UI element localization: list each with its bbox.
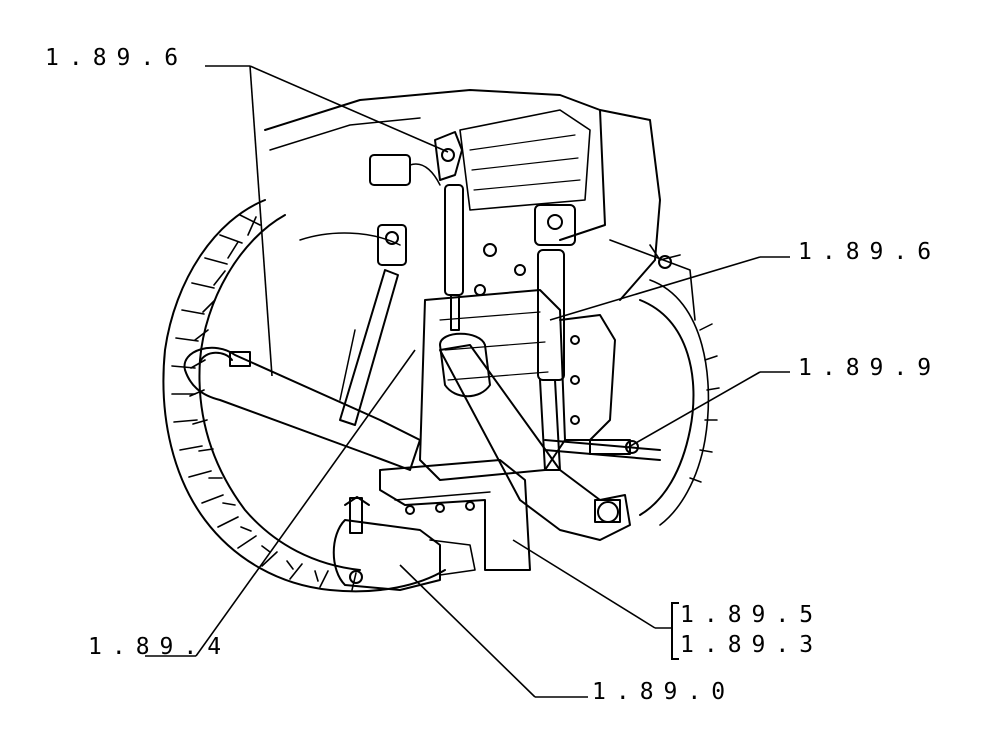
- top-link-drawing: [434, 131, 491, 398]
- left-lift-rod-drawing: [339, 224, 407, 426]
- callout-bracket-first: 1.89.5: [680, 602, 824, 628]
- right-tire-drawing: [639, 279, 720, 526]
- left-lower-link-drawing: [183, 346, 421, 471]
- callout-right-middle: 1.89.9: [798, 355, 942, 381]
- callout-right-upper: 1.89.6: [798, 239, 942, 265]
- callout-top-left: 1.89.6: [45, 45, 189, 71]
- leader-lines: [145, 65, 790, 698]
- callout-bottom-center: 1.89.0: [592, 679, 736, 705]
- right-lower-link-drawing: [439, 344, 631, 541]
- towing-hook-drawing: [332, 496, 476, 591]
- callout-bracket: [671, 602, 679, 660]
- right-lift-rod-drawing: [534, 204, 576, 471]
- tire-drawing: [162, 199, 446, 593]
- callout-bottom-left: 1.89.4: [88, 634, 232, 660]
- hitch-frame-drawing: [379, 459, 531, 571]
- tractor-rear-housing-drawing: [264, 89, 696, 481]
- callout-bracket-second: 1.89.3: [680, 632, 824, 658]
